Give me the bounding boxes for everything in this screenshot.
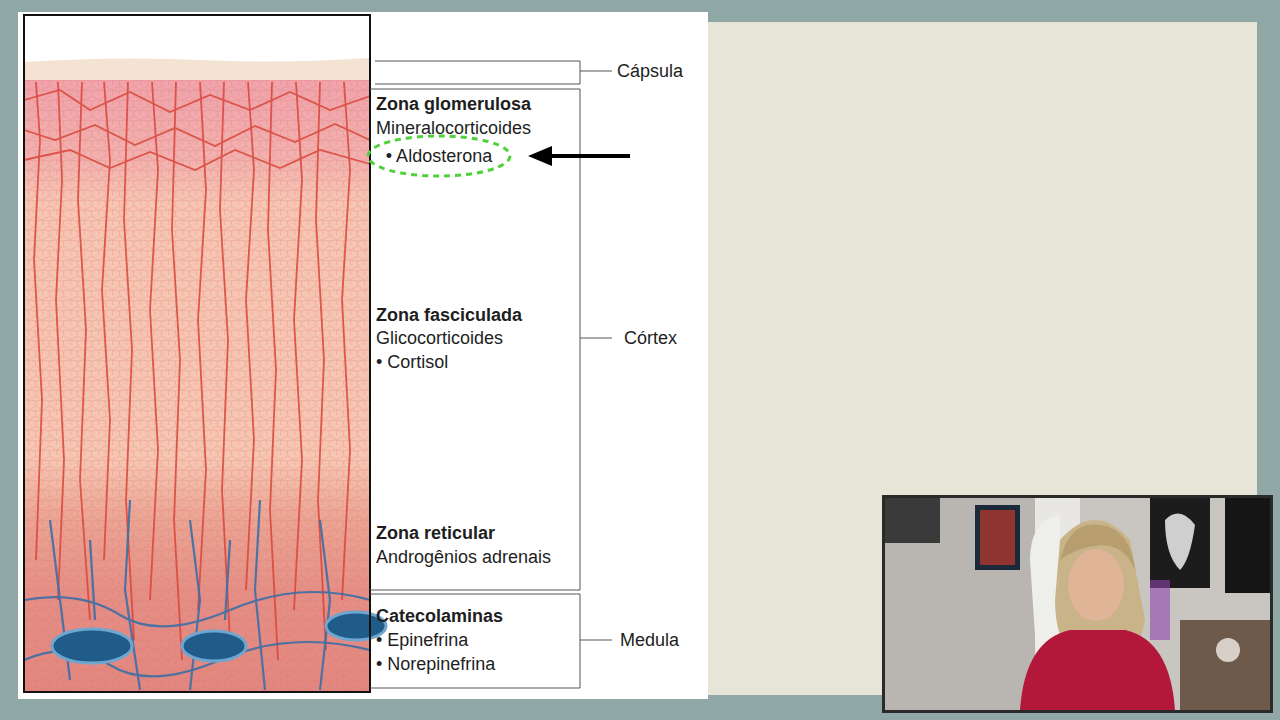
adrenal-illustration <box>24 15 386 692</box>
part-label: Córtex <box>624 327 677 349</box>
hormone-class: Androgênios adrenais <box>376 546 551 568</box>
zone-title: Zona fasciculada <box>376 304 522 326</box>
pointer-arrow <box>528 146 630 166</box>
part-label: Medula <box>620 629 679 651</box>
zone-title: Zona glomerulosa <box>376 93 531 115</box>
part-label: Cápsula <box>617 60 683 82</box>
webcam-photo <box>882 495 1273 713</box>
hormone-item: • Aldosterona <box>386 145 492 167</box>
white-panel <box>18 12 708 699</box>
hormone-item: • Norepinefrina <box>376 653 495 675</box>
hormone-item: • Cortisol <box>376 351 448 373</box>
hormone-item: • Epinefrina <box>376 629 468 651</box>
zone-title: Zona reticular <box>376 522 495 544</box>
zone-title: Catecolaminas <box>376 605 503 627</box>
highlight-ellipse: • Aldosterona <box>366 134 512 178</box>
hormone-class: Glicocorticoides <box>376 327 503 349</box>
